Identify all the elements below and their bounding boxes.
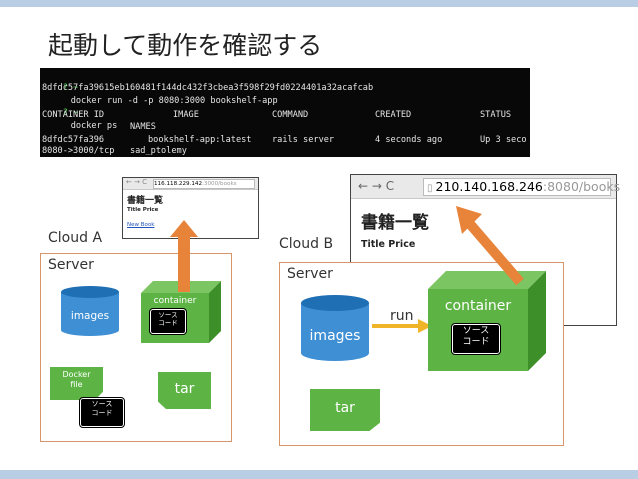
url-host: 116.118.229.142 bbox=[154, 181, 203, 187]
cloud-b-label: Cloud B bbox=[279, 236, 334, 252]
nav-icons: ← → C bbox=[358, 179, 395, 193]
images-label: images bbox=[309, 328, 361, 344]
page-heading: 書籍一覧 bbox=[127, 196, 164, 206]
cloud-a-browser: ← → C 116.118.229.142:3000/books 書籍一覧 Ti… bbox=[122, 177, 259, 239]
terminal-prompt: ? ~ bbox=[62, 83, 79, 94]
terminal-row-command: rails server bbox=[272, 135, 335, 145]
address-bar[interactable]: ▯210.140.168.246:8080/books bbox=[423, 178, 620, 196]
tar-label: tar bbox=[335, 400, 355, 416]
terminal-window: ? ~ docker run -d -p 8080:3000 bookshelf… bbox=[40, 68, 530, 157]
url-port: :3000/books bbox=[202, 181, 237, 187]
server-label: Server bbox=[48, 257, 94, 273]
terminal-row-id: 8dfdc57fa396 bbox=[42, 135, 105, 145]
terminal-row-image: bookshelf-app:latest bbox=[148, 135, 252, 145]
url-host: 210.140.168.246 bbox=[435, 179, 543, 194]
images-cylinder-icon bbox=[301, 295, 369, 361]
container-label: container bbox=[153, 296, 197, 306]
tar-box bbox=[158, 372, 211, 409]
page-icon: ▯ bbox=[427, 183, 433, 194]
terminal-row-status: Up 3 seco bbox=[480, 135, 527, 145]
new-book-link[interactable]: New Book bbox=[127, 222, 155, 228]
bottom-accent-bar bbox=[0, 470, 638, 479]
cloud-b-server: Server images run container ソース コード tar bbox=[279, 262, 564, 446]
terminal-row-ports: 8080->3000/tcp sad_ptolemy bbox=[42, 146, 187, 156]
terminal-header-status: STATUS bbox=[480, 110, 512, 120]
slide-title: 起動して動作を確認する bbox=[48, 31, 323, 60]
run-label: run bbox=[390, 308, 414, 324]
container-label: container bbox=[444, 298, 512, 314]
table-header: Title Price bbox=[127, 207, 159, 213]
cloud-a-server: Server images container ソース コード Docker f… bbox=[40, 253, 232, 442]
terminal-output-id: 8dfdc57fa39615eb160481f144dc432f3cbea3f5… bbox=[42, 83, 374, 93]
terminal-prompt: ? ~ bbox=[62, 108, 79, 119]
page-heading: 書籍一覧 bbox=[361, 213, 429, 233]
cloud-a-access-arrow bbox=[170, 220, 198, 292]
run-arrow bbox=[372, 319, 432, 333]
terminal-header-created: CREATED bbox=[375, 110, 412, 120]
images-cylinder-icon bbox=[61, 286, 119, 336]
nav-icons: ← → C bbox=[126, 178, 148, 186]
terminal-header-command: COMMAND bbox=[272, 110, 309, 120]
url-port: :8080/books bbox=[542, 179, 621, 194]
cloud-a-label: Cloud A bbox=[48, 230, 103, 246]
table-header: Title Price bbox=[361, 239, 416, 250]
dockerfile-box bbox=[50, 367, 103, 400]
source-code-badge: ソース コード bbox=[149, 308, 187, 335]
source-code-badge: ソース コード bbox=[79, 397, 125, 428]
terminal-header-container-id: CONTAINER ID bbox=[42, 110, 105, 120]
browser-toolbar: ← → C ▯210.140.168.246:8080/books bbox=[351, 175, 620, 199]
browser-toolbar: ← → C 116.118.229.142:3000/books bbox=[123, 178, 258, 190]
source-code-badge: ソース コード bbox=[451, 323, 501, 355]
cloud-b-access-arrow bbox=[456, 206, 524, 286]
terminal-command: docker ps bbox=[70, 120, 118, 131]
tar-box bbox=[310, 389, 380, 431]
images-label: images bbox=[70, 310, 110, 322]
top-accent-bar bbox=[0, 0, 638, 7]
server-label: Server bbox=[287, 266, 333, 282]
terminal-command: docker run -d -p 8080:3000 bookshelf-app bbox=[70, 95, 278, 106]
dockerfile-label: Docker file bbox=[62, 370, 91, 389]
terminal-header-names: NAMES bbox=[130, 122, 156, 132]
address-bar[interactable]: 116.118.229.142:3000/books bbox=[153, 179, 255, 189]
terminal-header-image: IMAGE bbox=[173, 110, 199, 120]
terminal-row-created: 4 seconds ago bbox=[375, 135, 443, 145]
tar-label: tar bbox=[174, 381, 195, 397]
